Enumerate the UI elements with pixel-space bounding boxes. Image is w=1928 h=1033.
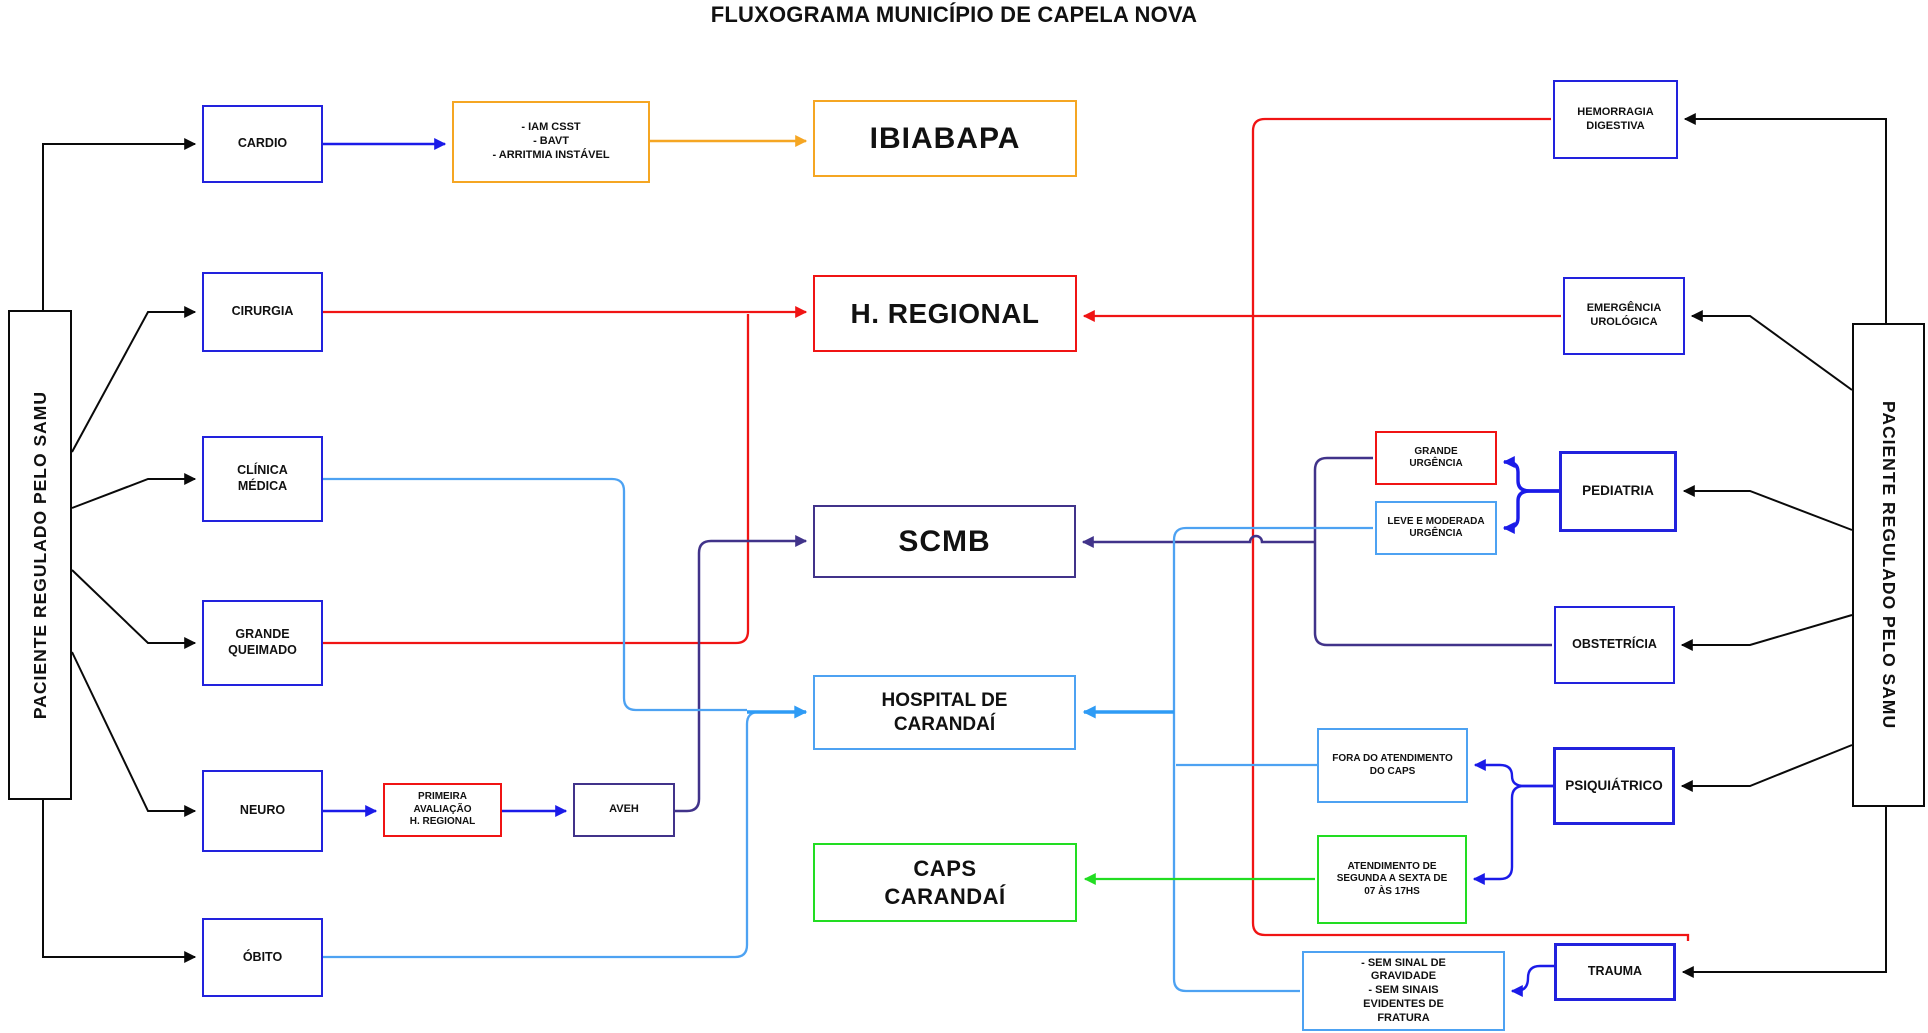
- edge-psiquiatrico-fora-caps: [1473, 759, 1553, 788]
- node-obito: ÓBITO: [202, 918, 323, 997]
- edge-aveh-scmb: [675, 535, 808, 813]
- edge-samu-hemorragia: [1683, 113, 1887, 323]
- node-ibiabapa-label: IBIABAPA: [869, 121, 1021, 155]
- left-samu-rail-label: PACIENTE REGULADO PELO SAMU: [29, 390, 50, 720]
- node-sem-sinal-gravidade-label: - SEM SINAL DE GRAVIDADE - SEM SINAIS EV…: [1361, 956, 1446, 1024]
- node-fora-atendimento-caps: FORA DO ATENDIMENTO DO CAPS: [1317, 728, 1468, 803]
- node-hospital-carandai-label: HOSPITAL DE CARANDAÍ: [881, 689, 1008, 735]
- edge-queimado-hregional: [323, 314, 750, 645]
- edge-samu-cirurgia: [71, 306, 197, 453]
- node-hemorragia-digestiva: HEMORRAGIA DIGESTIVA: [1553, 80, 1678, 159]
- edge-trauma-sem-sinal: [1510, 964, 1554, 997]
- node-trauma-label: TRAUMA: [1587, 964, 1643, 979]
- edge-samu-obito: [42, 800, 197, 963]
- node-sem-sinal-gravidade: - SEM SINAL DE GRAVIDADE - SEM SINAIS EV…: [1302, 951, 1505, 1031]
- node-emergencia-urologica-label: EMERGÊNCIA UROLÓGICA: [1586, 302, 1662, 328]
- right-samu-rail-label: PACIENTE REGULADO PELO SAMU: [1879, 400, 1899, 730]
- edge-pediatria-leve-urgencia: [1502, 489, 1559, 534]
- node-h-regional: H. REGIONAL: [813, 275, 1077, 352]
- node-hospital-carandai: HOSPITAL DE CARANDAÍ: [813, 675, 1076, 750]
- node-neuro: NEURO: [202, 770, 323, 852]
- node-psiquiatrico-label: PSIQUIÁTRICO: [1565, 777, 1663, 793]
- edge-hemorragia-trauma-trunk: [1251, 117, 1690, 941]
- edge-samu-urologica: [1690, 310, 1853, 391]
- node-grande-urgencia-label: GRANDE URGÊNCIA: [1409, 445, 1463, 470]
- edge-obstetricia-trunk: [1313, 456, 1552, 647]
- node-hemorragia-digestiva-label: HEMORRAGIA DIGESTIVA: [1577, 105, 1654, 132]
- edge-trunk-scmb: [1081, 534, 1315, 548]
- node-atendimento-caps-label: ATENDIMENTO DE SEGUNDA A SEXTA DE 07 ÀS …: [1336, 860, 1448, 897]
- node-cardio: CARDIO: [202, 105, 323, 183]
- node-aveh: AVEH: [573, 783, 675, 837]
- page-title: FLUXOGRAMA MUNICÍPIO DE CAPELA NOVA: [710, 2, 1198, 27]
- node-pediatria-label: PEDIATRIA: [1582, 483, 1654, 499]
- node-iam-criteria: - IAM CSST - BAVT - ARRITMIA INSTÁVEL: [452, 101, 650, 183]
- edge-samu-psiquiatrico: [1680, 744, 1853, 792]
- node-ibiabapa: IBIABAPA: [813, 100, 1077, 177]
- node-caps-carandai: CAPS CARANDAÍ: [813, 843, 1077, 922]
- node-leve-moderada-urgencia: LEVE E MODERADA URGÊNCIA: [1375, 501, 1497, 555]
- edge-samu-queimado: [71, 569, 197, 649]
- node-scmb: SCMB: [813, 505, 1076, 578]
- node-obstetricia-label: OBSTETRÍCIA: [1572, 637, 1657, 652]
- node-grande-queimado-label: GRANDE QUEIMADO: [228, 627, 297, 657]
- node-primeira-avaliacao: PRIMEIRA AVALIAÇÃO H. REGIONAL: [383, 783, 502, 837]
- edge-leve-semsinal-trunk: [1172, 526, 1373, 993]
- node-aveh-label: AVEH: [609, 803, 639, 816]
- edge-samu-obstetricia: [1680, 614, 1853, 651]
- node-neuro-label: NEURO: [239, 803, 286, 818]
- node-leve-moderada-urgencia-label: LEVE E MODERADA URGÊNCIA: [1387, 515, 1485, 540]
- node-caps-carandai-label: CAPS CARANDAÍ: [884, 856, 1006, 909]
- node-iam-criteria-label: - IAM CSST - BAVT - ARRITMIA INSTÁVEL: [492, 121, 610, 161]
- edge-samu-clinica: [71, 473, 197, 509]
- edge-clinica-hospital: [323, 477, 747, 712]
- edge-psiquiatrico-atendimento: [1472, 784, 1553, 885]
- node-emergencia-urologica: EMERGÊNCIA UROLÓGICA: [1563, 277, 1685, 355]
- right-samu-rail: PACIENTE REGULADO PELO SAMU: [1852, 323, 1925, 807]
- node-cirurgia-label: CIRURGIA: [231, 304, 294, 319]
- node-scmb-label: SCMB: [898, 524, 991, 558]
- left-samu-rail: PACIENTE REGULADO PELO SAMU: [8, 310, 72, 800]
- edge-samu-pediatria: [1682, 485, 1853, 531]
- node-obstetricia: OBSTETRÍCIA: [1554, 606, 1675, 684]
- node-pediatria: PEDIATRIA: [1559, 451, 1677, 532]
- node-obito-label: ÓBITO: [242, 949, 283, 964]
- node-trauma: TRAUMA: [1554, 943, 1676, 1001]
- edge-samu-trauma: [1681, 807, 1887, 978]
- node-psiquiatrico: PSIQUIÁTRICO: [1553, 747, 1675, 825]
- node-atendimento-caps: ATENDIMENTO DE SEGUNDA A SEXTA DE 07 ÀS …: [1317, 835, 1467, 924]
- node-fora-atendimento-caps-label: FORA DO ATENDIMENTO DO CAPS: [1332, 753, 1453, 777]
- node-clinica-medica-label: CLÍNICA MÉDICA: [237, 463, 288, 493]
- node-grande-queimado: GRANDE QUEIMADO: [202, 600, 323, 686]
- node-primeira-avaliacao-label: PRIMEIRA AVALIAÇÃO H. REGIONAL: [409, 791, 476, 828]
- node-cardio-label: CARDIO: [237, 136, 288, 151]
- node-h-regional-label: H. REGIONAL: [850, 298, 1040, 329]
- edge-samu-neuro: [71, 651, 197, 817]
- node-clinica-medica: CLÍNICA MÉDICA: [202, 436, 323, 522]
- edge-pediatria-grande-urgencia: [1502, 456, 1559, 493]
- node-cirurgia: CIRURGIA: [202, 272, 323, 352]
- edge-samu-cardio: [42, 138, 197, 310]
- node-grande-urgencia: GRANDE URGÊNCIA: [1375, 431, 1497, 485]
